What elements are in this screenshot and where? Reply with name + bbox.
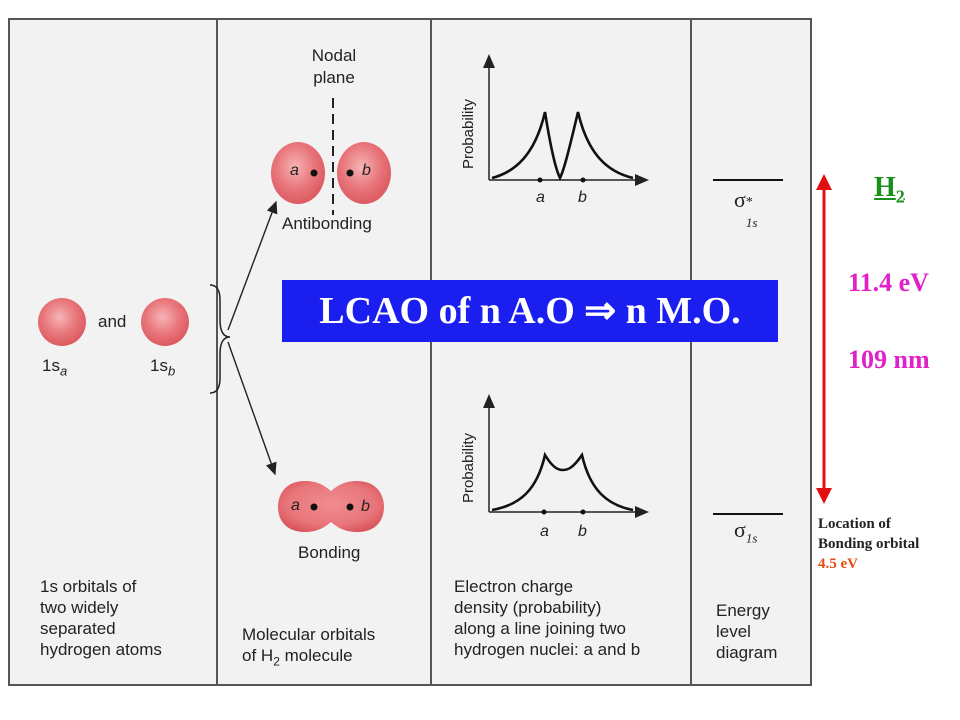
and-label: and: [98, 312, 127, 331]
column2-caption-line2-main: of H: [242, 646, 274, 665]
bonding-nucleus-b-label: b: [361, 498, 370, 515]
molecule-label-main: H: [874, 172, 896, 203]
antibonding-probability-plot: [483, 54, 649, 186]
bottom-plot-y-label: Probability: [460, 432, 477, 504]
top-plot-curve: [491, 111, 634, 181]
bonding-location-value: 4.5 eV: [818, 556, 858, 572]
bonding-nucleus-b: [346, 503, 354, 511]
column-divider-2: [430, 20, 432, 684]
column4-caption-line: diagram: [716, 643, 778, 662]
nodal-plane-label: Nodal plane: [306, 45, 362, 89]
atom-a-label: 1sa: [42, 356, 67, 381]
column-divider-1: [216, 20, 218, 684]
lcao-banner: LCAO of n A.O ⇒ n M.O.: [282, 280, 778, 342]
column3-caption: Electron charge density (probability) al…: [454, 576, 640, 660]
top-plot-x-arrow: [635, 174, 649, 186]
antibonding-lobe-b: [337, 142, 391, 204]
atom-1s-b: [141, 298, 189, 346]
column4-caption-line: Energy: [716, 601, 770, 620]
top-plot-tick-a: [537, 177, 543, 183]
sigma-star-sub: 1s: [745, 215, 758, 230]
top-plot-x-tick-a: a: [536, 189, 545, 206]
bonding-location-line2: Bonding orbital: [818, 536, 920, 552]
bonding-probability-plot: [483, 394, 649, 518]
molecule-label-sub: 2: [895, 186, 905, 207]
bonding-orbital: [278, 481, 384, 532]
bottom-plot-x-tick-a: a: [540, 523, 549, 540]
energy-gap-arrow-top: [816, 174, 832, 190]
antibonding-lobe-a: [271, 142, 325, 204]
column1-caption: 1s orbitals of two widely separated hydr…: [40, 576, 162, 660]
bottom-plot-curve: [491, 451, 634, 512]
column1-caption-line: 1s orbitals of: [40, 577, 137, 596]
bottom-plot-x-tick-b: b: [578, 523, 587, 540]
column1-caption-line: separated: [40, 619, 116, 638]
atom-b-label-main: 1s: [150, 356, 168, 375]
bonding-location-line1: Location of: [818, 516, 891, 532]
column3-caption-line: hydrogen nuclei: a and b: [454, 640, 641, 659]
sigma-sub: 1s: [745, 530, 758, 546]
bottom-plot-y-arrow: [483, 394, 495, 408]
top-plot-tick-b: [580, 177, 586, 183]
sigma-label: σ1s: [734, 517, 758, 548]
column2-caption-line1: Molecular orbitals: [242, 625, 376, 644]
column2-caption-line2: of H2 molecule: [242, 645, 375, 672]
column3-caption-line: density (probability): [454, 598, 602, 617]
energy-gap-label: 11.4 eV: [848, 268, 929, 297]
bonding-location-label: Location of Bonding orbital 4.5 eV: [818, 514, 919, 574]
bottom-plot-tick-b: [580, 509, 586, 515]
wavelength-label: 109 nm: [848, 345, 930, 374]
column-divider-3: [690, 20, 692, 684]
top-plot-y-label: Probability: [460, 98, 477, 170]
antibonding-label: Antibonding: [282, 214, 372, 233]
atom-1s-a: [38, 298, 86, 346]
column4-caption: Energy level diagram: [716, 600, 777, 663]
bottom-plot-x-arrow: [635, 506, 649, 518]
molecule-label: H2: [874, 172, 905, 208]
column3-caption-line: along a line joining two: [454, 619, 627, 638]
arrow-to-antibonding: [227, 200, 278, 331]
top-plot-y-arrow: [483, 54, 495, 68]
column2-caption: Molecular orbitals of H2 molecule: [242, 624, 375, 672]
top-plot-x-tick-b: b: [578, 189, 587, 206]
column2-caption-line2-end: molecule: [279, 646, 353, 665]
atom-a-label-sub: a: [59, 363, 68, 379]
brace: [209, 284, 231, 394]
atom-b-label-sub: b: [167, 363, 176, 379]
nodal-plane-label-line2: plane: [313, 68, 355, 87]
sigma-symbol: σ: [734, 517, 746, 542]
antibonding-nucleus-a: [310, 169, 318, 177]
column4-caption-line: level: [716, 622, 751, 641]
column2-caption-line2-sub: 2: [273, 654, 280, 669]
column3-caption-line: Electron charge: [454, 577, 574, 596]
sigma-star-sup: *: [745, 195, 753, 210]
bottom-plot-tick-a: [541, 509, 547, 515]
bonding-nucleus-a: [310, 503, 318, 511]
bonding-nucleus-a-label: a: [291, 497, 300, 514]
column1-caption-line: two widely: [40, 598, 119, 617]
energy-gap-arrow-bottom: [816, 488, 832, 504]
column1-caption-line: hydrogen atoms: [40, 640, 162, 659]
sigma-star-label: σ* 1s: [734, 187, 762, 231]
figure-panel: [8, 18, 812, 686]
bonding-label: Bonding: [298, 543, 361, 562]
atom-a-label-main: 1s: [42, 356, 60, 375]
atom-b-label: 1sb: [150, 356, 175, 381]
antibonding-nucleus-a-label: a: [290, 162, 299, 179]
antibonding-nucleus-b-label: b: [362, 162, 371, 179]
antibonding-nucleus-b: [346, 169, 354, 177]
nodal-plane-label-line1: Nodal: [311, 46, 357, 65]
sigma-star-symbol: σ: [734, 187, 746, 212]
arrow-to-bonding: [227, 341, 277, 476]
